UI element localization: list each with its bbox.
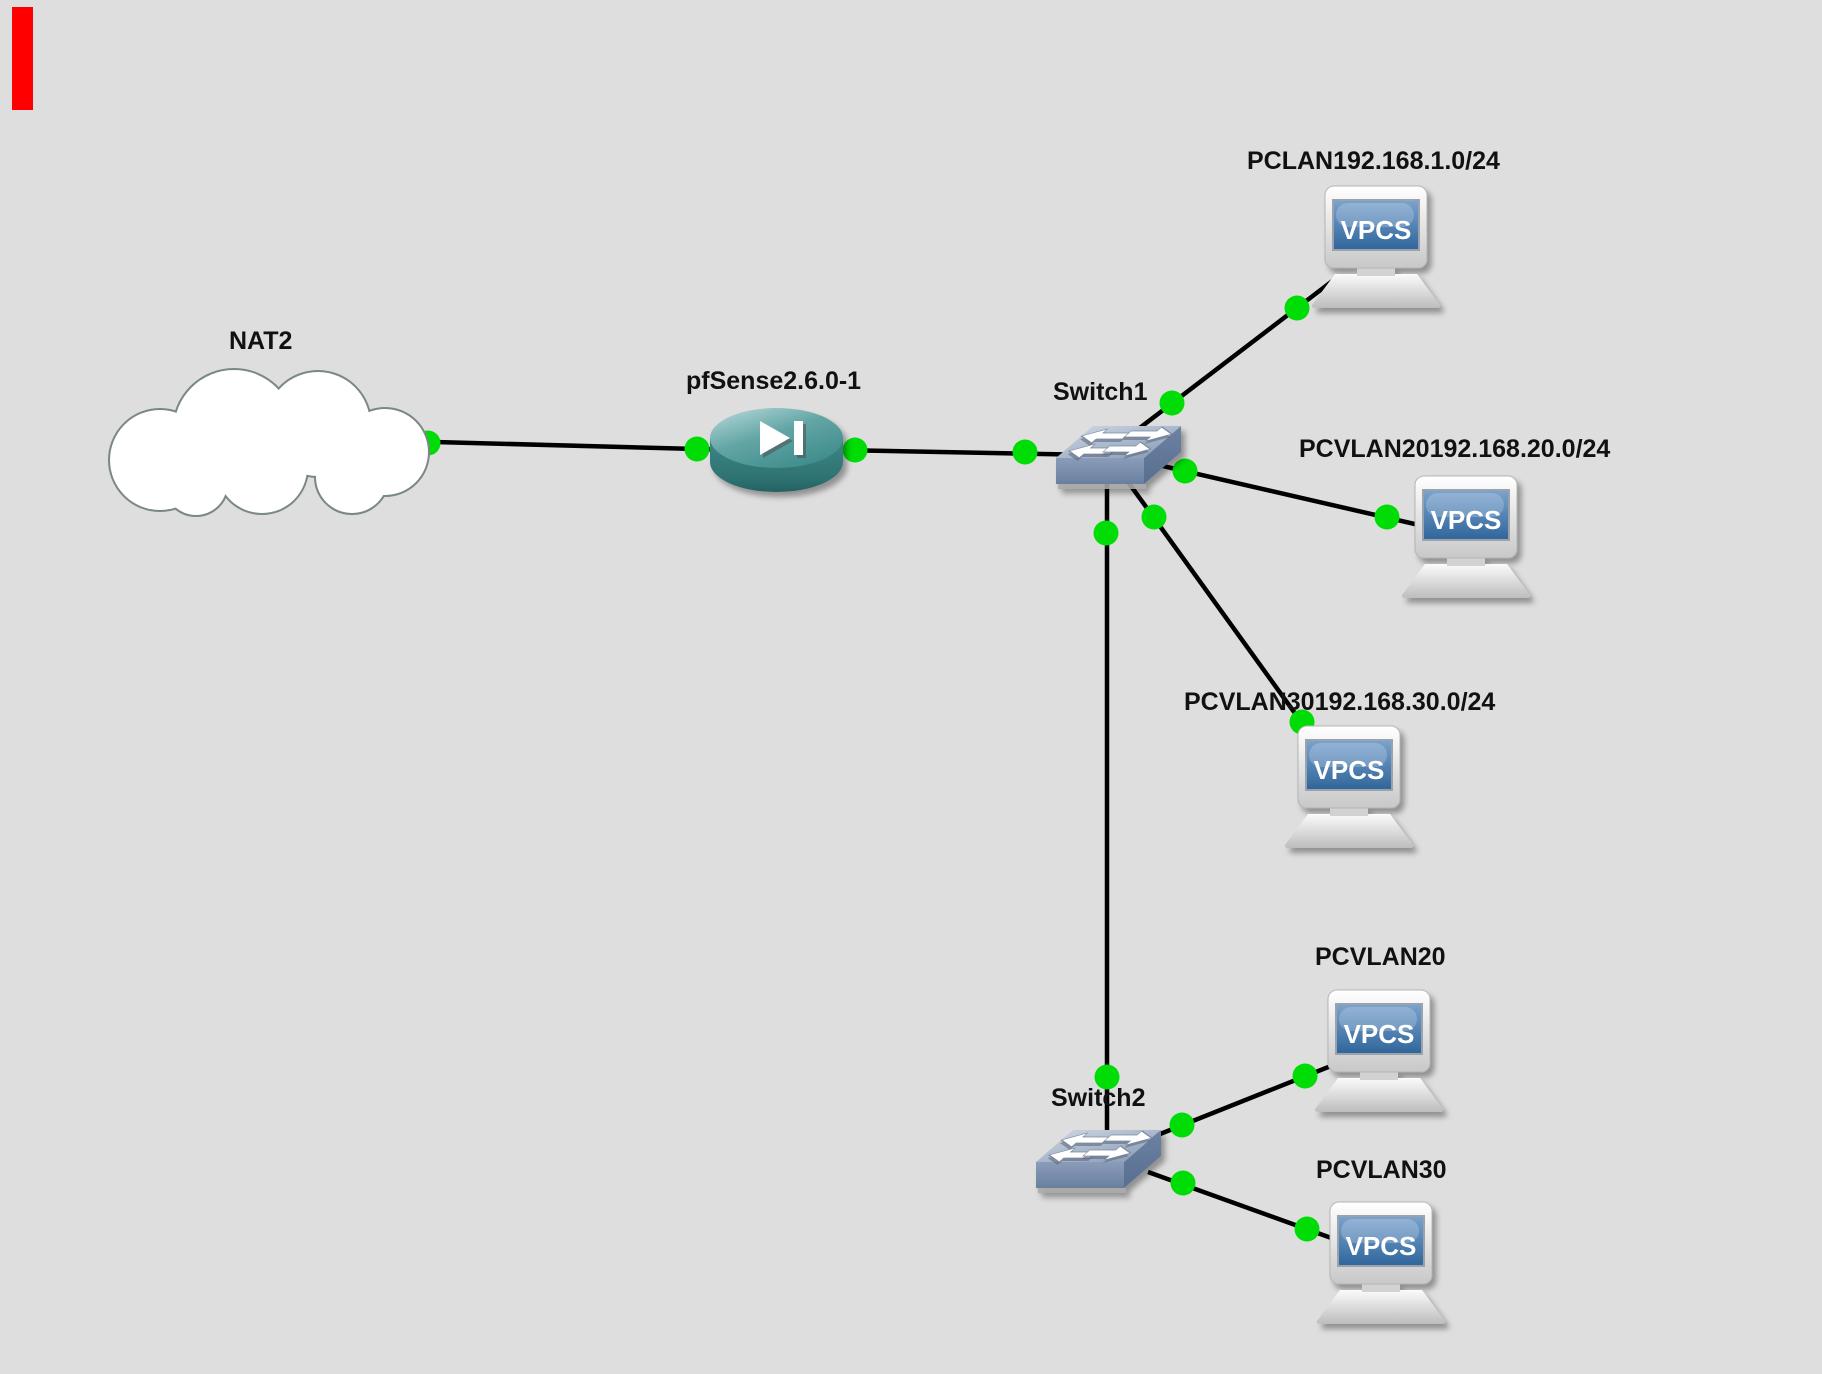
node-icon-pcvlan30-bottom[interactable]: VPCS bbox=[1316, 1201, 1446, 1324]
cloud-fill bbox=[217, 423, 307, 513]
links-layer bbox=[397, 277, 1433, 1247]
pc-keyboard-base bbox=[1401, 564, 1531, 598]
switch-arrows bbox=[1047, 1130, 1153, 1165]
pc-neck bbox=[1330, 806, 1368, 816]
pc-keyboard-base bbox=[1311, 274, 1441, 308]
arrow-right-icon bbox=[1123, 426, 1173, 442]
arrow-right-icon bbox=[1082, 1145, 1132, 1161]
pc-screen-highlight bbox=[1336, 203, 1414, 227]
switch-arrows bbox=[1067, 426, 1173, 461]
node-icon-pclan[interactable]: VPCS bbox=[1311, 185, 1441, 308]
arrow-left-icon bbox=[1080, 428, 1130, 444]
pc-keyboard-base bbox=[1316, 1290, 1446, 1324]
pc-neck bbox=[1362, 1282, 1400, 1292]
link-status-dot bbox=[1169, 1112, 1195, 1138]
node-label-pfsense1[interactable]: pfSense2.6.0-1 bbox=[686, 367, 862, 395]
cloud-fill bbox=[165, 453, 227, 515]
pc-neck bbox=[1360, 1070, 1398, 1080]
pc-screen-highlight bbox=[1339, 1007, 1417, 1031]
cloud-fill bbox=[316, 441, 388, 513]
link-status-dot bbox=[842, 437, 868, 463]
red-rectangle-annotation[interactable] bbox=[12, 7, 33, 110]
link-status-dot bbox=[1170, 1170, 1196, 1196]
play-bar-icon bbox=[794, 421, 803, 455]
pc-neck bbox=[1447, 556, 1485, 566]
switch-side-face bbox=[1144, 426, 1181, 484]
arrow-right-icon bbox=[1103, 1130, 1153, 1146]
vpcs-screen-text: VPCS bbox=[1314, 755, 1385, 785]
arrow-right-icon bbox=[1102, 441, 1152, 457]
node-label-pcvlan20-bottom[interactable]: PCVLAN20 bbox=[1315, 943, 1446, 971]
node-label-pcvlan30-bottom[interactable]: PCVLAN30 bbox=[1316, 1156, 1447, 1184]
node-icon-pcvlan30-mid[interactable]: VPCS bbox=[1284, 725, 1414, 848]
pc-screen-highlight bbox=[1341, 1219, 1419, 1243]
node-label-pcvlan30-mid[interactable]: PCVLAN30192.168.30.0/24 bbox=[1184, 688, 1496, 716]
pc-screen-highlight bbox=[1309, 743, 1387, 767]
node-icon-switch1[interactable] bbox=[1053, 426, 1182, 489]
node-icon-switch2[interactable] bbox=[1033, 1130, 1162, 1193]
switch-side-face bbox=[1124, 1130, 1161, 1188]
pc-keyboard-base bbox=[1284, 814, 1414, 848]
pc-keyboard-base bbox=[1314, 1078, 1444, 1112]
link-status-dot bbox=[1294, 1216, 1320, 1242]
link-line-pfsense-switch1[interactable] bbox=[835, 447, 1096, 458]
switch-front-face bbox=[1056, 458, 1144, 484]
link-status-dot bbox=[1284, 295, 1310, 321]
node-icon-pcvlan20-bottom[interactable]: VPCS bbox=[1314, 989, 1444, 1112]
switch-base-shadow bbox=[1038, 1188, 1126, 1193]
switch-front-face bbox=[1036, 1162, 1124, 1188]
nodes-layer: VPCS VPCS VPCS VPCS VPCS bbox=[108, 185, 1531, 1324]
pc-neck bbox=[1357, 266, 1395, 276]
switch-base-shadow bbox=[1058, 484, 1146, 489]
vpcs-screen-text: VPCS bbox=[1431, 505, 1502, 535]
link-status-dot bbox=[1012, 439, 1038, 465]
vpcs-screen-text: VPCS bbox=[1346, 1231, 1417, 1261]
node-label-pcvlan20-top[interactable]: PCVLAN20192.168.20.0/24 bbox=[1299, 435, 1611, 463]
link-status-dot bbox=[684, 436, 710, 462]
link-status-dot bbox=[1292, 1063, 1318, 1089]
node-label-nat2[interactable]: NAT2 bbox=[229, 327, 293, 355]
link-status-dot bbox=[1172, 458, 1198, 484]
node-label-switch2[interactable]: Switch2 bbox=[1051, 1084, 1146, 1112]
link-status-dot bbox=[1374, 504, 1400, 530]
link-status-dots-layer bbox=[415, 295, 1400, 1242]
link-status-dot bbox=[1094, 1064, 1120, 1090]
vpcs-screen-text: VPCS bbox=[1341, 215, 1412, 245]
link-status-dot bbox=[1159, 390, 1185, 416]
link-status-dot bbox=[1141, 504, 1167, 530]
node-icon-pcvlan20-top[interactable]: VPCS bbox=[1401, 475, 1531, 598]
link-status-dot bbox=[1093, 520, 1119, 546]
pc-screen-highlight bbox=[1426, 493, 1504, 517]
node-icon-nat2[interactable] bbox=[108, 368, 430, 517]
play-icon bbox=[760, 421, 790, 455]
node-icon-pfsense1[interactable] bbox=[710, 408, 843, 492]
arrow-left-icon bbox=[1060, 1132, 1110, 1148]
link-line-nat2-pfsense[interactable] bbox=[397, 438, 736, 453]
node-label-switch1[interactable]: Switch1 bbox=[1053, 378, 1148, 406]
node-label-pclan[interactable]: PCLAN192.168.1.0/24 bbox=[1247, 147, 1500, 175]
vpcs-screen-text: VPCS bbox=[1344, 1019, 1415, 1049]
